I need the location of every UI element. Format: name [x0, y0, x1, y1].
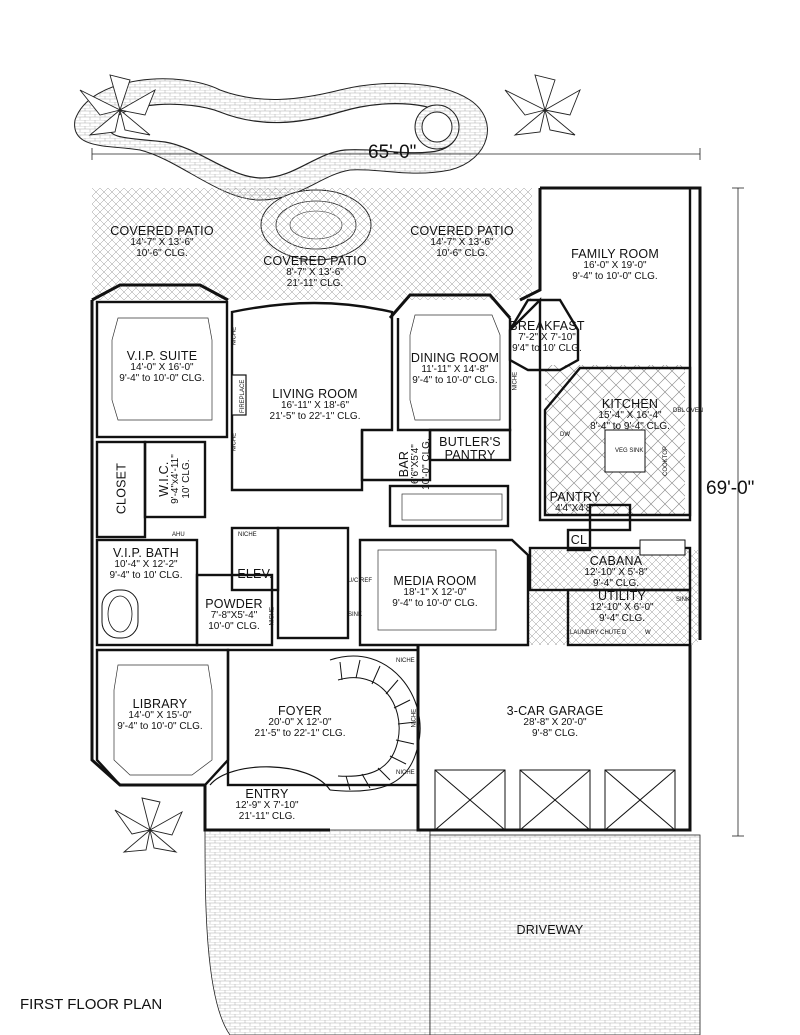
- room-vip-bath: V.I.P. BATH 10'-4" X 12'-2" 9'-4" to 10'…: [109, 546, 183, 581]
- room-media-room: MEDIA ROOM 18'-1" X 12'-0" 9'-4" to 10'-…: [392, 574, 478, 609]
- niche-label: NICHE: [396, 770, 415, 776]
- room-entry: ENTRY 12'-9" X 7'-10" 21'-11" CLG.: [235, 787, 299, 822]
- cooktop-label: COOKTOP: [663, 446, 669, 476]
- niche-label: NICHE: [269, 606, 276, 626]
- laundry-chute-label: LAUNDRY CHUTE: [570, 630, 621, 636]
- overall-depth: 69'-0": [706, 478, 755, 499]
- room-covered-patio-left: COVERED PATIO 14'-7" X 13'-6" 10'-6" CLG…: [110, 224, 214, 259]
- garage-doors: [434, 769, 676, 831]
- room-breakfast: BREAKFAST 7'-2" X 7'-10" 9'4" to 10' CLG…: [509, 319, 585, 354]
- sink-label: SINK: [348, 612, 363, 618]
- room-garage: 3-CAR GARAGE 28'-8" X 20'-0" 9'-8" CLG.: [506, 704, 604, 739]
- room-bar: BAR 6'6"X5'4" 10'-0" CLG.: [396, 438, 432, 490]
- niche-label: NICHE: [238, 532, 257, 538]
- room-wic: W.I.C. 9'-4"x4'-11" 10' CLG.: [156, 454, 192, 504]
- uc-ref-label: U/C REF: [348, 578, 372, 584]
- room-library: LIBRARY 14'-0" X 15'-0" 9'-4" to 10'-0" …: [117, 697, 203, 732]
- plan-title: FIRST FLOOR PLAN: [20, 996, 163, 1013]
- room-foyer: FOYER 20'-0" X 12'-0" 21'-5" to 22'-1" C…: [254, 704, 346, 739]
- overall-width: 65'-0": [368, 142, 417, 163]
- room-driveway: DRIVEWAY: [516, 923, 584, 937]
- room-cl: CL: [570, 533, 588, 547]
- niche-label: NICHE: [411, 708, 418, 728]
- room-covered-patio-right: COVERED PATIO 14'-7" X 13'-6" 10'-6" CLG…: [410, 224, 514, 259]
- double-oven-label: DBL OVEN: [673, 408, 704, 414]
- room-covered-patio-center: COVERED PATIO 8'-7" X 13'-6" 21'-11" CLG…: [263, 254, 367, 289]
- room-dining-room: DINING ROOM 11'-11" X 14'-8" 9'-4" to 10…: [410, 351, 500, 386]
- dryer-label: D: [622, 630, 627, 636]
- niche-label: NICHE: [396, 658, 415, 664]
- dishwasher-label: DW: [560, 432, 570, 438]
- dimension-lines: [91, 148, 744, 837]
- room-closet: CLOSET: [114, 462, 129, 515]
- room-utility: UTILITY 12'-10" X 6'-0" 9'-4" CLG.: [590, 589, 654, 624]
- room-powder: POWDER 7'-8"X5'-4" 10'-0" CLG.: [205, 597, 263, 632]
- room-butlers-pantry: BUTLER'S PANTRY: [439, 435, 501, 463]
- niche-label: NICHE: [231, 432, 238, 452]
- room-family-room: FAMILY ROOM 16'-0" X 19'-0" 9'-4" to 10'…: [571, 247, 659, 282]
- sink-label: SINK: [676, 597, 691, 603]
- room-vip-suite: V.I.P. SUITE 14'-0" X 16'-0" 9'-4" to 10…: [119, 349, 205, 384]
- niche-label: NICHE: [231, 326, 238, 346]
- ahu-label: AHU: [172, 532, 185, 538]
- fireplace-label: FIREPLACE: [240, 379, 246, 413]
- room-kitchen: KITCHEN 15'-4" X 16'-4" 8'-4" to 9'-4" C…: [590, 397, 670, 432]
- veg-sink-label: VEG SINK: [615, 448, 644, 454]
- spiral-staircase: [329, 655, 421, 792]
- room-pantry: PANTRY 4'4"X4'8": [549, 490, 601, 515]
- niche-label: NICHE: [512, 371, 519, 391]
- room-elevator: ELEV.: [237, 567, 273, 581]
- room-living-room: LIVING ROOM 16'-11" X 18'-6" 21'-5" to 2…: [269, 387, 361, 422]
- washer-label: W: [645, 630, 651, 636]
- interior-walls: [95, 188, 692, 787]
- room-cabana: CABANA 12'-10" X 5'-8" 9'-4" CLG.: [584, 554, 648, 589]
